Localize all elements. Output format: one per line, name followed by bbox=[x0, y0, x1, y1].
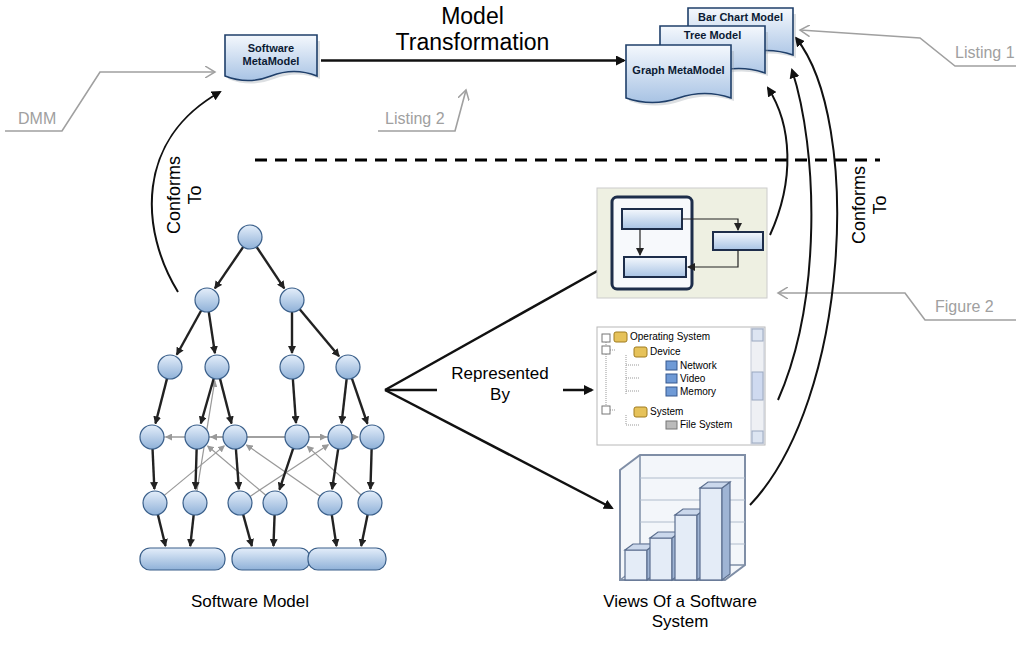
bar-chart-view bbox=[620, 455, 745, 580]
tree-item: Video bbox=[680, 373, 705, 384]
tree-item: Operating System bbox=[630, 331, 710, 342]
document-title: Software MetaModel bbox=[229, 42, 313, 68]
callout-label: Listing 1 bbox=[955, 44, 1015, 62]
tree-item: Network bbox=[680, 360, 717, 371]
tree-item: Memory bbox=[680, 386, 716, 397]
callout-leaders bbox=[5, 30, 1016, 320]
relation-label: Conforms To bbox=[849, 159, 890, 251]
tree-item: File System bbox=[680, 419, 732, 430]
caption-label: Views Of a Software System bbox=[590, 592, 770, 632]
tree-view bbox=[597, 327, 765, 445]
metamodel-document: Graph MetaModel bbox=[626, 45, 731, 107]
callout-label: Listing 2 bbox=[385, 110, 445, 128]
caption-label: Software Model bbox=[150, 592, 350, 612]
document-title: Tree Model bbox=[684, 29, 741, 42]
relation-label: Represented By bbox=[437, 363, 563, 406]
edge-label: Model Transformation bbox=[373, 3, 573, 56]
tree-item: Device bbox=[650, 346, 681, 357]
transformation-arrow bbox=[321, 59, 624, 62]
relation-label: Conforms To bbox=[164, 149, 205, 241]
software-model-graph bbox=[140, 225, 386, 570]
graph-view bbox=[597, 188, 767, 298]
callout-label: Figure 2 bbox=[935, 298, 994, 316]
metamodel-document: Software MetaModel bbox=[225, 35, 317, 85]
represented-arrows bbox=[385, 265, 612, 508]
conforms-arrows bbox=[152, 38, 837, 505]
document-title: Bar Chart Model bbox=[698, 11, 783, 24]
separator-line bbox=[255, 159, 880, 162]
document-title: Graph MetaModel bbox=[632, 64, 724, 77]
callout-label: DMM bbox=[18, 110, 56, 128]
tree-item: System bbox=[650, 406, 683, 417]
